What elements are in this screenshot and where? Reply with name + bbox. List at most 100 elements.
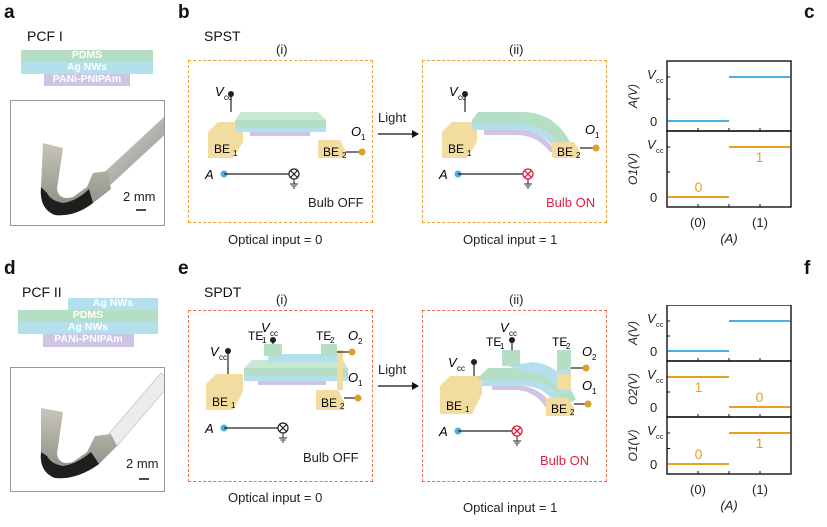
svg-text:cc: cc [270, 329, 278, 338]
be2-electrode [316, 390, 344, 410]
spdt-light-arrow-icon [378, 382, 419, 390]
svg-text:1: 1 [500, 342, 505, 351]
pcf2-layer-agnws-top: Ag NWs [68, 298, 158, 310]
panel-label-c: c [804, 2, 815, 23]
bulb-on-icon [511, 425, 523, 437]
spst-light-label: Light [378, 110, 407, 125]
y-axis-label: A(V) [626, 84, 640, 109]
data-label: 0 [756, 389, 764, 405]
te1-label: TE [486, 335, 501, 349]
o1-label: O [582, 378, 592, 393]
svg-text:1: 1 [467, 149, 472, 158]
bulb-off-icon [277, 422, 289, 434]
y-tick-label-0: 0 [650, 344, 657, 359]
svg-text:1: 1 [262, 336, 267, 345]
te2-label: TE [552, 335, 567, 349]
subplot-frame [666, 416, 792, 475]
o2-node [582, 364, 590, 372]
be1-electrode [442, 122, 477, 158]
o1-node [354, 394, 362, 402]
spst-state-i-label: (i) [276, 42, 288, 57]
data-label: 0 [695, 179, 703, 195]
x-tick-label: (1) [752, 482, 768, 497]
bulb-status: Bulb ON [540, 453, 589, 468]
vcc-node [228, 91, 234, 97]
be2-label: BE [323, 145, 339, 159]
svg-text:BE: BE [551, 402, 567, 416]
o1-node [584, 400, 592, 408]
o1-label: O [351, 124, 361, 139]
pcf1-layer-agnws: Ag NWs [21, 62, 153, 74]
pcf2-scale-label: 2 mm [126, 456, 159, 471]
spst-light-arrow-icon [378, 130, 419, 138]
te2-electrode [321, 344, 337, 356]
be1-electrode [208, 122, 243, 158]
bulb-on-icon [522, 168, 534, 180]
vcc-top-label: V [261, 320, 271, 335]
input-a-label: A [204, 421, 214, 436]
pcf2-layer-pdms: PDMS [18, 310, 158, 322]
input-a-label: A [438, 424, 448, 439]
pcf1-title: PCF I [27, 28, 63, 44]
svg-text:1: 1 [592, 387, 597, 396]
spdt-state-ii-diagram: V cc V cc BE 1 TE 1 TE 2 O 2 BE 2 O 1 A … [438, 320, 597, 468]
spdt-state-i-diagram: V cc V cc BE 1 TE 1 TE 2 O 2 BE 2 O 1 A … [204, 320, 363, 465]
vcc-label: V [449, 84, 459, 99]
data-label: 1 [695, 379, 703, 395]
svg-text:cc: cc [219, 353, 227, 362]
spst-state-i-box [188, 60, 373, 223]
y-tick-label-vcc-sub: cc [656, 146, 664, 155]
pcf2-title: PCF II [22, 284, 62, 300]
be2-electrode [318, 140, 346, 158]
bulb-off-icon [288, 168, 300, 180]
o1-node [358, 148, 366, 156]
pcf2-layer-agnws-bottom: Ag NWs [18, 322, 158, 334]
subplot-frame [666, 130, 792, 208]
svg-text:1: 1 [595, 131, 600, 140]
be2-electrode [552, 142, 580, 158]
svg-text:1: 1 [233, 149, 238, 158]
spst-state-ii-box [422, 60, 607, 223]
be1-label: BE [214, 142, 230, 156]
input-a-label: A [438, 167, 448, 182]
svg-text:BE: BE [321, 396, 337, 410]
y-tick-label-vcc-sub: cc [656, 376, 664, 385]
svg-text:BE: BE [446, 399, 462, 413]
panel-label-b: b [178, 2, 190, 23]
svg-text:cc: cc [457, 364, 465, 373]
ground-icon [290, 179, 298, 189]
spdt-state-i-box [188, 310, 373, 482]
svg-text:BE: BE [212, 395, 228, 409]
o1-node [592, 144, 600, 152]
be2-electrode [546, 398, 574, 416]
te1-label: TE [248, 329, 263, 343]
vcc-left-label: V [210, 344, 220, 359]
vcc-top-label: V [500, 320, 510, 335]
spdt-state-ii-caption: Optical input = 1 [463, 500, 558, 515]
be2-label: BE [557, 145, 573, 159]
te1-electrode [502, 350, 520, 366]
svg-text:cc: cc [509, 329, 517, 338]
svg-text:1: 1 [358, 379, 363, 388]
panel-label-d: d [4, 258, 16, 279]
spdt-state-ii-box [422, 310, 607, 482]
spst-state-ii-diagram: V cc BE 1 BE 2 O 1 A Bulb ON [438, 84, 600, 210]
spst-title: SPST [204, 28, 241, 44]
ground-icon [513, 436, 521, 446]
bulb-status: Bulb ON [546, 195, 595, 210]
svg-text:2: 2 [566, 342, 571, 351]
svg-text:1: 1 [465, 405, 470, 414]
y-axis-label: O1(V) [626, 429, 640, 461]
y-tick-label-vcc-sub: cc [656, 320, 664, 329]
y-tick-label-vcc: V [647, 311, 657, 326]
data-label: 1 [756, 149, 764, 165]
pcf1-layer-pani: PANi-PNIPAm [44, 74, 130, 86]
spdt-title: SPDT [204, 284, 242, 300]
data-label: 0 [695, 446, 703, 462]
x-axis-label: (A) [720, 498, 737, 513]
x-tick-label: (1) [752, 215, 768, 230]
y-tick-label-vcc: V [647, 137, 657, 152]
o1-label: O [348, 370, 358, 385]
